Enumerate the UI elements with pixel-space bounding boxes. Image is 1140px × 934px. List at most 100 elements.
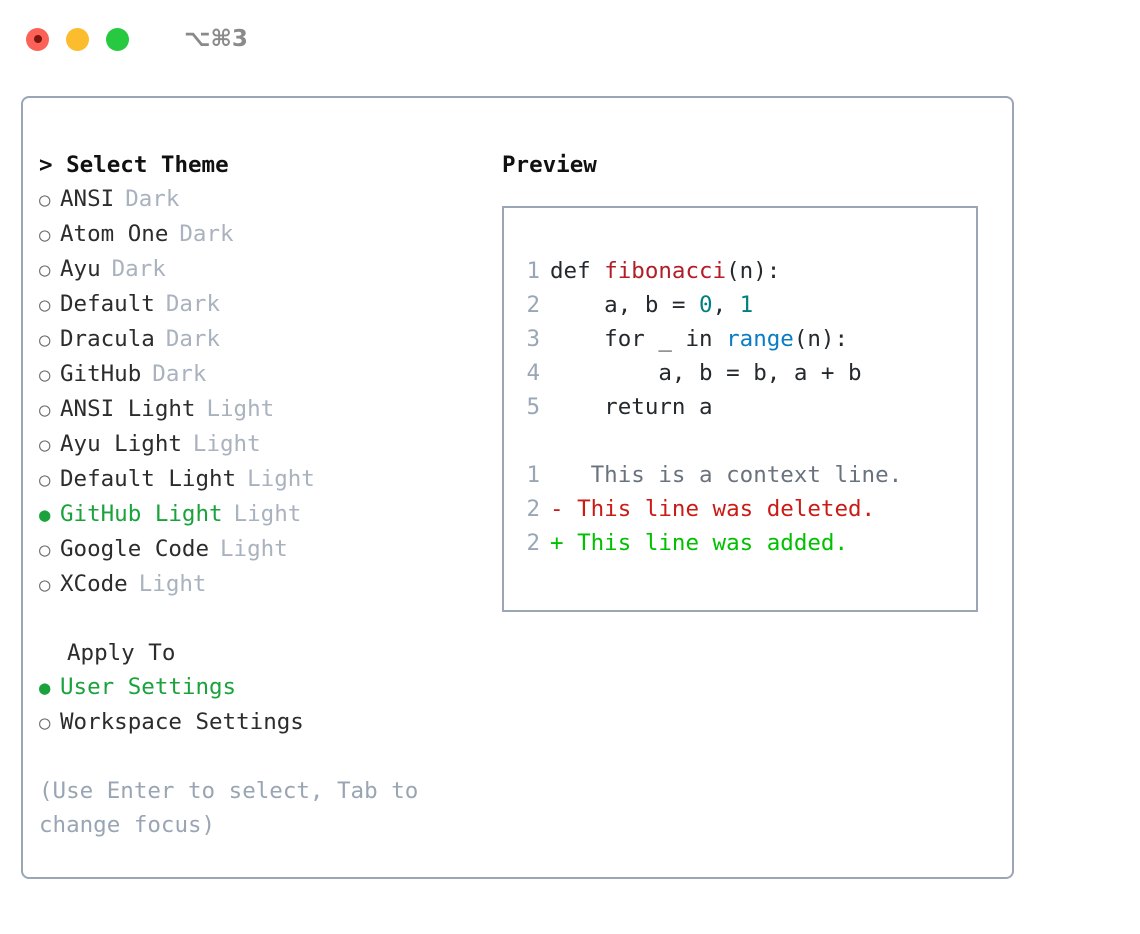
maximize-button-icon[interactable] [106, 27, 129, 51]
radio-unselected-icon: ○ [39, 224, 51, 246]
code-token-plain: for _ in [550, 326, 727, 352]
diff-line-number: 1 [526, 462, 540, 488]
code-line: 5 return a [504, 390, 976, 424]
theme-variant-tag: Light [247, 466, 315, 492]
apply-to-option-label: User Settings [60, 674, 237, 700]
apply-to-option-label: Workspace Settings [60, 709, 304, 735]
code-token-builtin: range [726, 326, 794, 352]
radio-unselected-icon: ○ [39, 329, 51, 351]
apply-to-header: Apply To [67, 640, 176, 666]
code-line-number: 4 [526, 360, 540, 386]
theme-variant-tag: Light [233, 501, 302, 527]
code-line-text: return a [550, 390, 713, 424]
theme-variant-tag: Dark [125, 186, 180, 212]
code-line-text: a, b = b, a + b [550, 356, 861, 390]
apply-to-option-workspace-settings[interactable]: ○Workspace Settings [39, 705, 489, 740]
radio-unselected-icon: ○ [39, 294, 51, 316]
code-line: 2 a, b = 0, 1 [504, 288, 976, 322]
code-token-plain: (n): [793, 326, 849, 352]
radio-unselected-icon: ○ [39, 364, 51, 386]
theme-option-label: ANSI Light [60, 396, 196, 422]
code-line-number: 5 [526, 394, 540, 420]
code-token-plain: (n): [726, 258, 781, 284]
apply-to-option-user-settings[interactable]: ● User Settings [39, 670, 489, 705]
theme-option-github[interactable]: ○ GitHub Dark [39, 357, 489, 392]
radio-selected-icon: ● [39, 504, 51, 526]
radio-unselected-icon: ○ [39, 434, 51, 456]
window-controls [26, 27, 129, 51]
theme-option-label: Atom One [60, 221, 169, 247]
theme-variant-tag: Dark [152, 361, 207, 387]
diff-sample: 1 This is a context line.2- This line wa… [504, 458, 976, 560]
keyboard-hint-text: (Use Enter to select, Tab to change focu… [39, 778, 419, 838]
theme-variant-tag: Light [220, 536, 288, 562]
theme-option-label: Default Light [60, 466, 237, 492]
apply-to-option-list: ● User Settings ○Workspace Settings [39, 670, 489, 740]
diff-line-text: This line was deleted. [563, 496, 876, 522]
theme-option-default[interactable]: ○ Default Dark [39, 287, 489, 322]
code-line-text: def fibonacci(n): [550, 254, 780, 288]
diff-line-text: This line was added. [563, 530, 849, 556]
diff-line-added: 2+ This line was added. [504, 526, 976, 560]
theme-option-label: Dracula [60, 326, 155, 352]
code-diff-spacer [504, 424, 976, 458]
section-spacer [39, 602, 489, 636]
theme-option-google-code[interactable]: ○ Google Code Light [39, 532, 489, 567]
diff-line-context: 1 This is a context line. [504, 458, 976, 492]
radio-unselected-icon: ○ [39, 539, 51, 561]
code-token-plain: a, b = [550, 292, 700, 318]
code-line: 4 a, b = b, a + b [504, 356, 976, 390]
theme-variant-tag: Dark [165, 291, 221, 317]
diff-line-number: 2 [526, 496, 540, 522]
code-line-number: 2 [526, 292, 540, 318]
code-token-fn: fibonacci [604, 258, 727, 284]
code-token-plain: , [712, 292, 740, 318]
code-line-text: for _ in range(n): [550, 322, 848, 356]
radio-unselected-icon: ○ [39, 399, 51, 421]
theme-option-label: Ayu [60, 256, 101, 282]
theme-option-label: ANSI [60, 186, 115, 212]
theme-option-label: Google Code [60, 536, 210, 562]
radio-selected-icon: ● [39, 677, 51, 699]
diff-line-number: 2 [526, 530, 540, 556]
close-button-icon[interactable] [26, 27, 49, 51]
code-line-number: 1 [526, 258, 540, 284]
code-line: 3 for _ in range(n): [504, 322, 976, 356]
code-line-number: 3 [526, 326, 540, 352]
radio-unselected-icon: ○ [39, 259, 51, 281]
code-token-plain: return a [550, 394, 713, 420]
theme-option-label: XCode [60, 571, 128, 597]
theme-option-label: GitHub [60, 361, 142, 387]
theme-variant-tag: Dark [165, 326, 221, 352]
diff-line-text: This is a context line. [563, 462, 903, 488]
theme-option-default-light[interactable]: ○ Default Light Light [39, 462, 489, 497]
theme-option-label: Default [60, 291, 155, 317]
keyboard-shortcut-label: ⌥⌘3 [184, 26, 248, 52]
code-token-num: 0 [699, 292, 713, 318]
select-theme-header: > Select Theme [39, 152, 229, 178]
diff-line-deleted: 2- This line was deleted. [504, 492, 976, 526]
title-bar: ⌥⌘3 [0, 0, 1140, 78]
theme-variant-tag: Light [206, 396, 275, 422]
code-token-plain: def [550, 258, 605, 284]
minimize-button-icon[interactable] [66, 27, 89, 51]
preview-title: Preview [502, 152, 597, 178]
radio-unselected-icon: ○ [39, 469, 51, 491]
diff-sign: - [550, 496, 564, 522]
diff-sign [550, 458, 564, 492]
theme-option-dracula[interactable]: ○ Dracula Dark [39, 322, 489, 357]
theme-variant-tag: Light [138, 571, 207, 597]
theme-option-ansi-light[interactable]: ○ ANSI Light Light [39, 392, 489, 427]
